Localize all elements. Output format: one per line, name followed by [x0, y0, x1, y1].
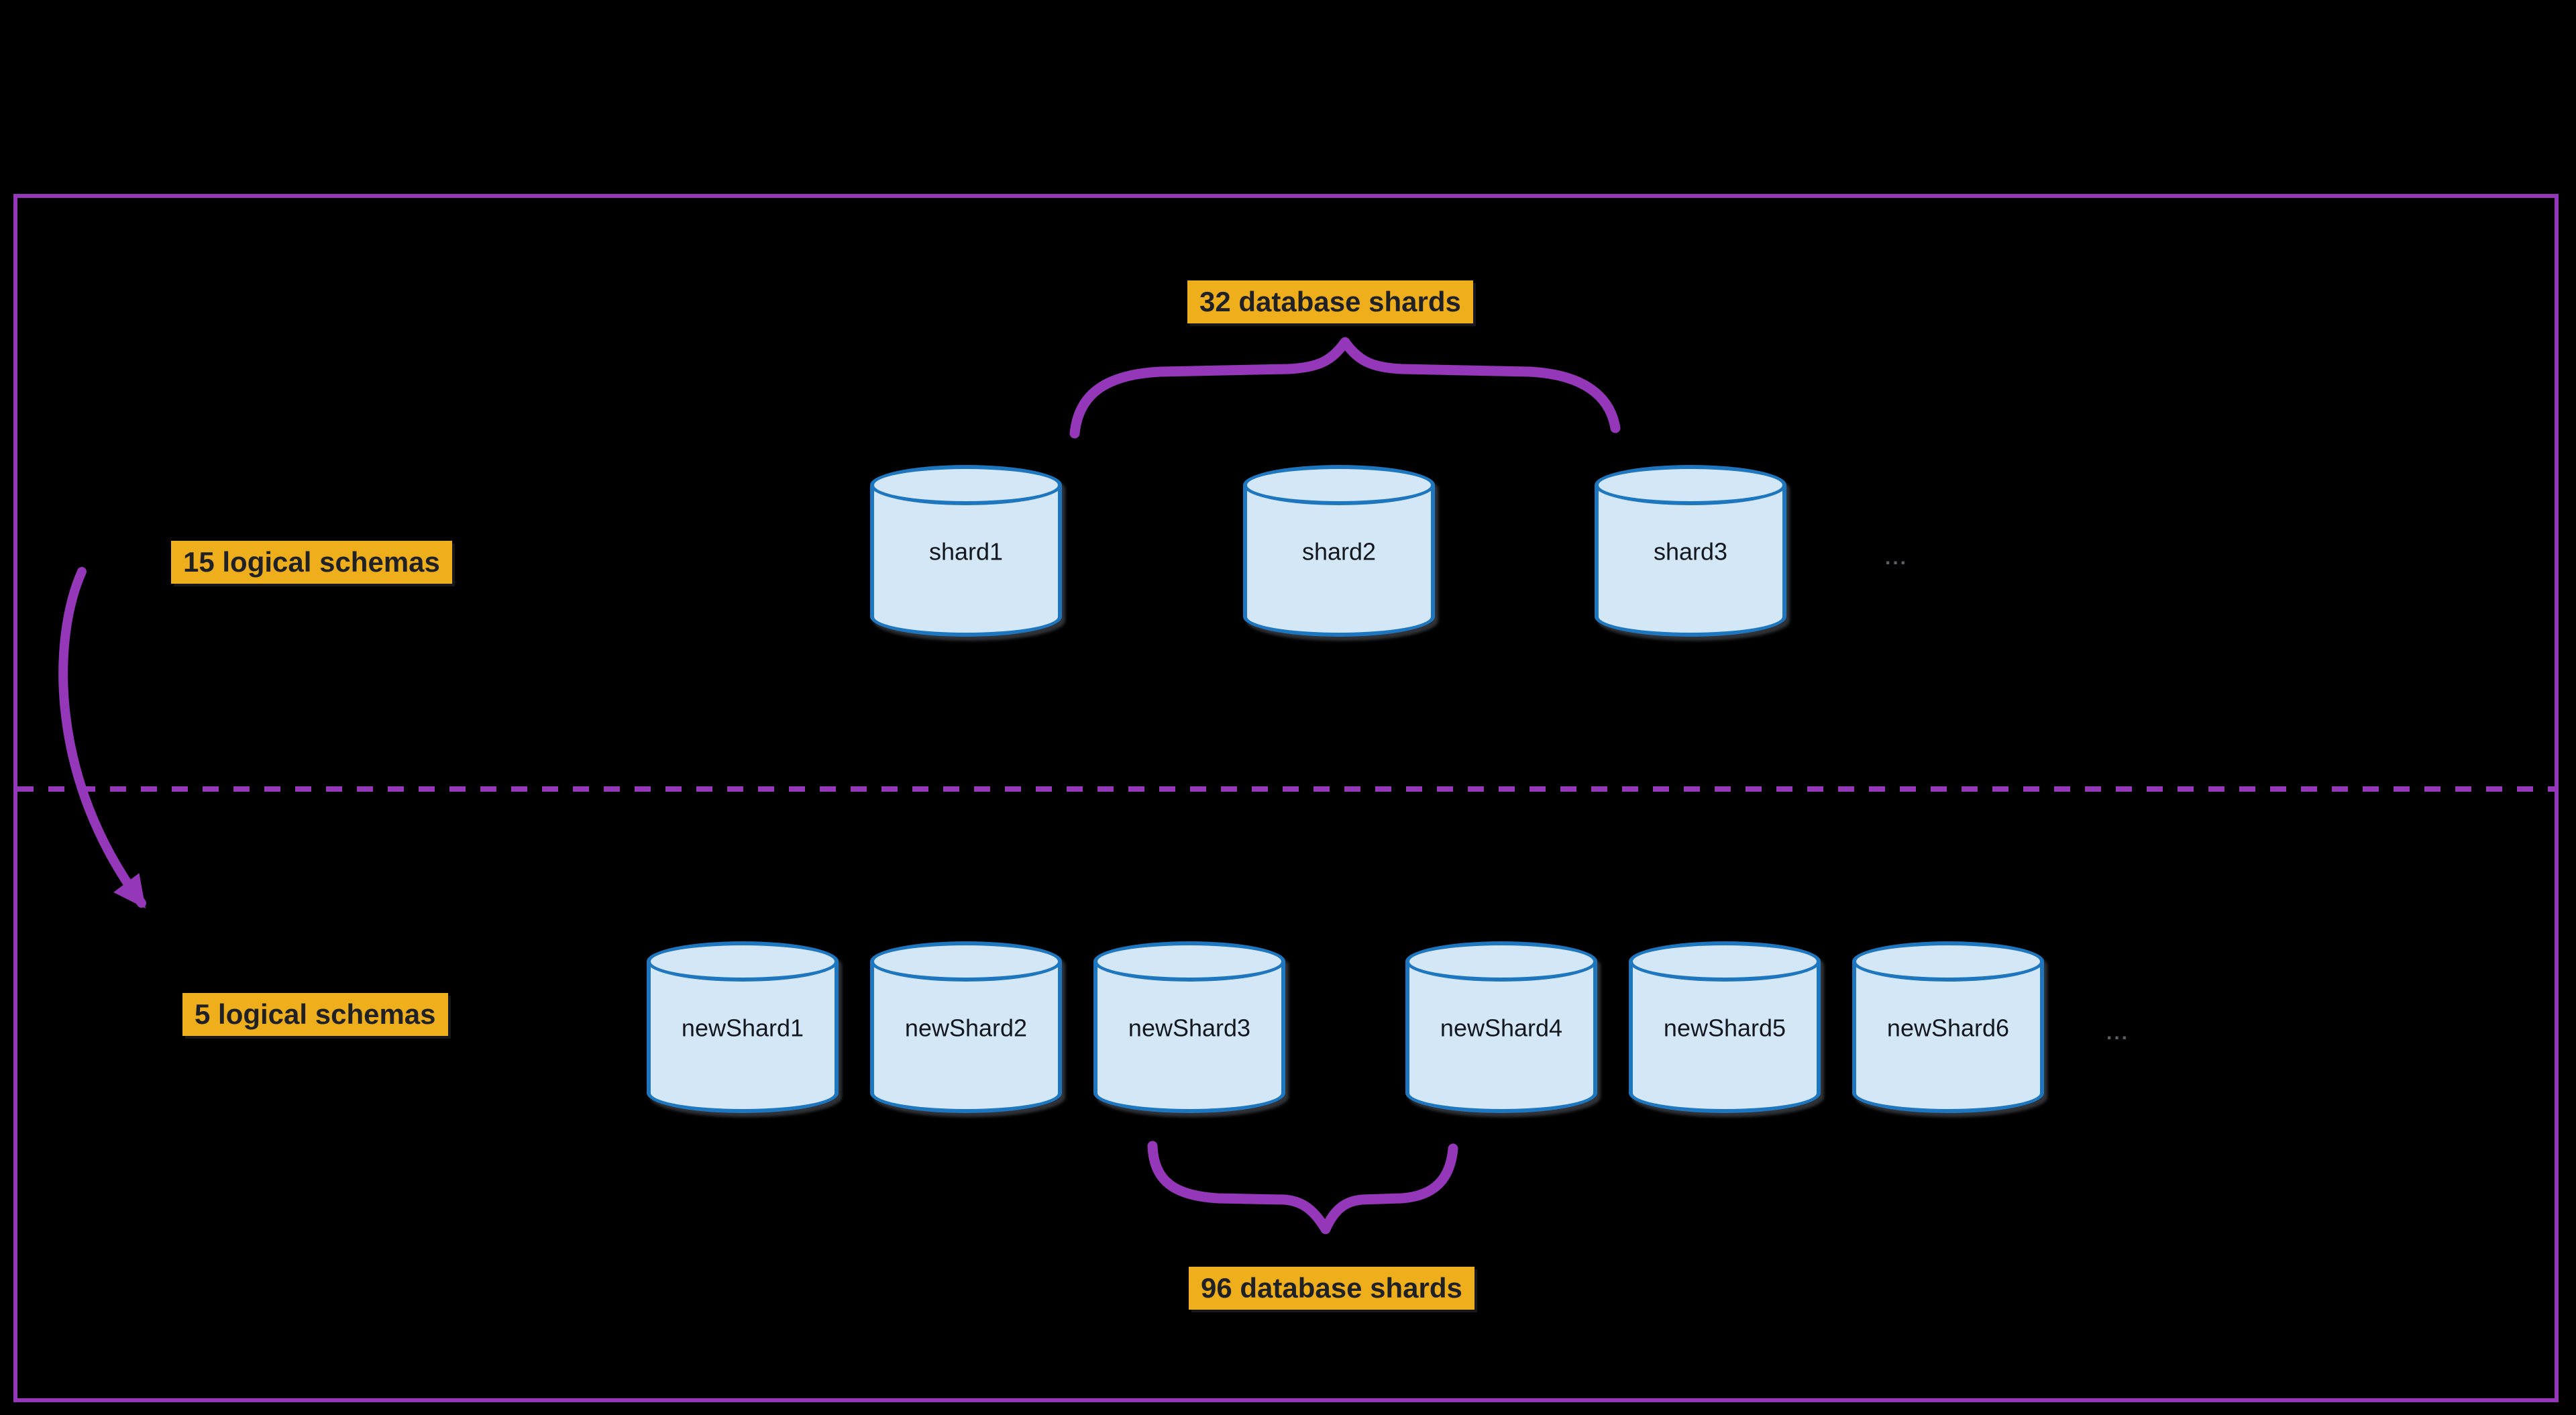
cylinder-body	[1093, 961, 1285, 1093]
db-cylinder-newshard1: newShard1	[647, 941, 839, 1113]
diagram-frame	[13, 194, 2559, 1402]
db-cylinder-newshard3: newShard3	[1093, 941, 1285, 1113]
shard-label: newShard1	[681, 1014, 804, 1042]
shard-label: newShard6	[1886, 1014, 2010, 1042]
top-curly-brace-path	[1069, 337, 1621, 439]
section-divider-dashed-line	[17, 786, 2559, 792]
cylinder-top	[870, 941, 1062, 982]
db-cylinder-shard1: shard1	[870, 465, 1062, 637]
bottom-brace-label: 96 database shards	[1189, 1267, 1474, 1310]
cylinder-top	[647, 941, 839, 982]
db-cylinder-newshard6: newShard6	[1852, 941, 2044, 1113]
shard-label: newShard3	[1128, 1014, 1251, 1042]
top-brace-label: 32 database shards	[1187, 280, 1473, 324]
bottom-curly-brace-path	[1147, 1141, 1458, 1235]
top-curly-brace	[1069, 337, 1621, 439]
cylinder-body	[1405, 961, 1597, 1093]
shard-label: shard3	[1653, 537, 1728, 566]
db-cylinder-newshard5: newShard5	[1629, 941, 1821, 1113]
cylinder-top	[1093, 941, 1285, 982]
cylinder-body	[1595, 485, 1786, 617]
after-schema-count-label: 5 logical schemas	[182, 993, 448, 1037]
db-cylinder-shard3: shard3	[1595, 465, 1786, 637]
cylinder-top	[870, 465, 1062, 505]
db-cylinder-shard2: shard2	[1243, 465, 1435, 637]
migration-arrow-path	[58, 567, 146, 909]
cylinder-body	[647, 961, 839, 1093]
cylinder-top	[1629, 941, 1821, 982]
cylinder-top	[1595, 465, 1786, 505]
cylinder-body	[870, 961, 1062, 1093]
bottom-curly-brace	[1147, 1141, 1458, 1235]
cylinder-body	[1629, 961, 1821, 1093]
before-schema-count-label: 15 logical schemas	[171, 541, 452, 584]
cylinder-body	[870, 485, 1062, 617]
cylinder-top	[1405, 941, 1597, 982]
migration-arrow	[58, 567, 146, 909]
bottom-more-shards-ellipsis: ...	[2106, 1022, 2130, 1044]
shard-label: shard1	[928, 537, 1004, 566]
shard-label: newShard4	[1440, 1014, 1563, 1042]
top-more-shards-ellipsis: ...	[1885, 547, 1909, 569]
cylinder-top	[1243, 465, 1435, 505]
db-cylinder-newshard2: newShard2	[870, 941, 1062, 1113]
cylinder-top	[1852, 941, 2044, 982]
shard-label: newShard2	[904, 1014, 1028, 1042]
shard-label: shard2	[1301, 537, 1377, 566]
shard-label: newShard5	[1663, 1014, 1786, 1042]
db-cylinder-newshard4: newShard4	[1405, 941, 1597, 1113]
cylinder-body	[1243, 485, 1435, 617]
cylinder-body	[1852, 961, 2044, 1093]
